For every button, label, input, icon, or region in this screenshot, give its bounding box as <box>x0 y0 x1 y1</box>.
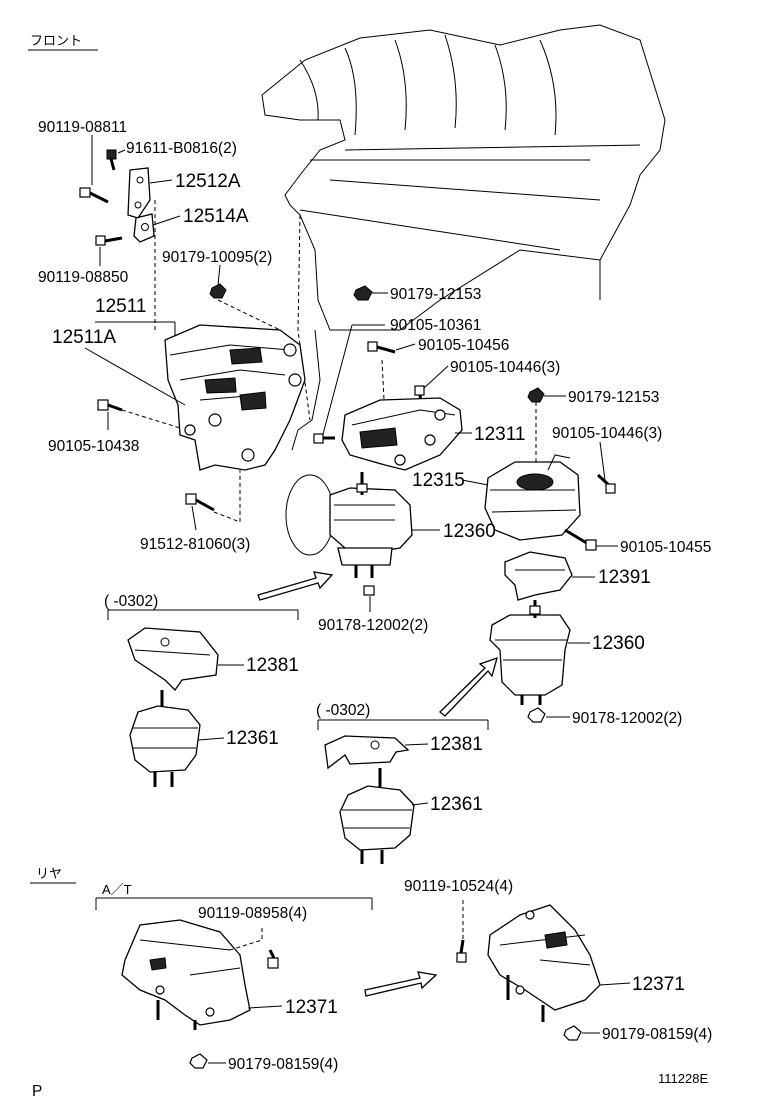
bolt-90105-10438 <box>97 399 123 412</box>
label-12371-right: 12371 <box>632 974 685 995</box>
bracket-12511 <box>164 324 306 471</box>
label-range2: ( -0302) <box>316 702 370 719</box>
bracket-12512a <box>127 167 151 219</box>
label-90105-10455: 90105-10455 <box>620 539 711 556</box>
label-12512a: 12512A <box>175 171 241 192</box>
bracket-12514a <box>133 213 155 243</box>
label-12315: 12315 <box>412 470 465 491</box>
bolt-90105-10456 <box>367 341 396 354</box>
bolt-90105-10446-right <box>596 473 616 494</box>
label-range1: ( -0302) <box>104 593 158 610</box>
bolt-90119-08958 <box>267 949 279 969</box>
bolt-90119-10524 <box>456 939 467 963</box>
mount-12371-left <box>121 919 251 1030</box>
spacer-12381-center <box>324 735 410 770</box>
arrow-to-12360-left <box>257 571 334 601</box>
nut-90178-12002-left <box>363 585 375 596</box>
label-90119-08811: 90119-08811 <box>38 119 127 136</box>
guide-10095 <box>217 299 281 331</box>
label-12360-left: 12360 <box>443 521 496 542</box>
label-90179-12153-top: 90179-12153 <box>390 286 481 303</box>
label-91611-b0816: 91611-B0816(2) <box>126 140 237 157</box>
label-12511: 12511 <box>95 296 146 317</box>
label-12311: 12311 <box>474 424 525 445</box>
bolt-91512-81060 <box>185 493 215 512</box>
label-90105-10446-right: 90105-10446(3) <box>552 425 662 442</box>
mount-12361-left <box>129 690 201 787</box>
leader-12511a <box>84 347 186 406</box>
label-90119-10524: 90119-10524(4) <box>404 878 513 895</box>
diagram-id: 111228E <box>658 1071 708 1086</box>
bolt-90105-10361 <box>313 433 335 444</box>
label-90179-12153-right: 90179-12153 <box>568 389 659 406</box>
label-90105-10361: 90105-10361 <box>390 317 481 334</box>
label-12360-right: 12360 <box>592 633 645 654</box>
mount-12360-left <box>329 472 413 578</box>
guide-08958 <box>229 928 263 951</box>
mount-12371-right <box>487 904 601 1022</box>
nut-90179-12153-right <box>527 387 545 403</box>
bolt-90119-08811 <box>79 187 109 204</box>
arrow-to-12371-right <box>364 971 438 997</box>
guide-81060 <box>213 470 241 523</box>
nut-90178-12002-right <box>527 707 546 723</box>
label-90178-12002-right: 90178-12002(2) <box>572 710 682 727</box>
arrow-to-12360-right <box>439 656 498 717</box>
spacer-12381-left <box>127 627 219 692</box>
page-code: P <box>32 1083 42 1100</box>
label-90178-12002-left: 90178-12002(2) <box>318 617 428 634</box>
leader-lines <box>91 135 631 1064</box>
mount-12361-center <box>339 768 415 864</box>
bolt-91611-b0816 <box>106 149 117 171</box>
label-90105-10438: 90105-10438 <box>48 438 139 455</box>
label-90179-10095: 90179-10095(2) <box>162 249 272 266</box>
cover-12391 <box>504 551 573 601</box>
label-12371-left: 12371 <box>285 997 338 1018</box>
label-12514a: 12514A <box>183 206 249 227</box>
nut-90179-08159-right <box>563 1025 582 1041</box>
section-rear-label: リヤ <box>36 866 62 881</box>
label-91512-81060: 91512-81060(3) <box>140 536 250 553</box>
label-12381-left: 12381 <box>246 655 299 676</box>
label-12381-center: 12381 <box>430 734 483 755</box>
bolt-90105-10455 <box>564 528 597 551</box>
bracket-12311 <box>341 397 463 471</box>
nut-90179-10095 <box>209 283 227 299</box>
label-12391: 12391 <box>598 567 651 588</box>
mount-12360-right <box>489 600 571 705</box>
section-front-label: フロント <box>30 33 82 48</box>
label-90105-10446-center: 90105-10446(3) <box>450 359 560 376</box>
nut-90179-08159-left <box>189 1053 208 1069</box>
label-12511a: 12511A <box>52 327 116 348</box>
bracket-12315 <box>484 454 581 541</box>
label-90179-08159-right: 90179-08159(4) <box>602 1026 712 1043</box>
section-at-label: A／T <box>102 882 132 897</box>
label-12361-left: 12361 <box>226 728 279 749</box>
leader-10361-b <box>321 324 353 439</box>
guide-10438 <box>121 409 181 429</box>
nut-90179-12153-top <box>353 285 373 301</box>
bolt-90119-08850 <box>95 235 123 246</box>
label-12361-center: 12361 <box>430 794 483 815</box>
engine-outline <box>261 24 666 556</box>
label-90179-08159-left: 90179-08159(4) <box>228 1056 338 1073</box>
label-90119-08958: 90119-08958(4) <box>198 905 307 922</box>
label-90105-10456: 90105-10456 <box>418 337 509 354</box>
label-90119-08850: 90119-08850 <box>38 269 129 286</box>
